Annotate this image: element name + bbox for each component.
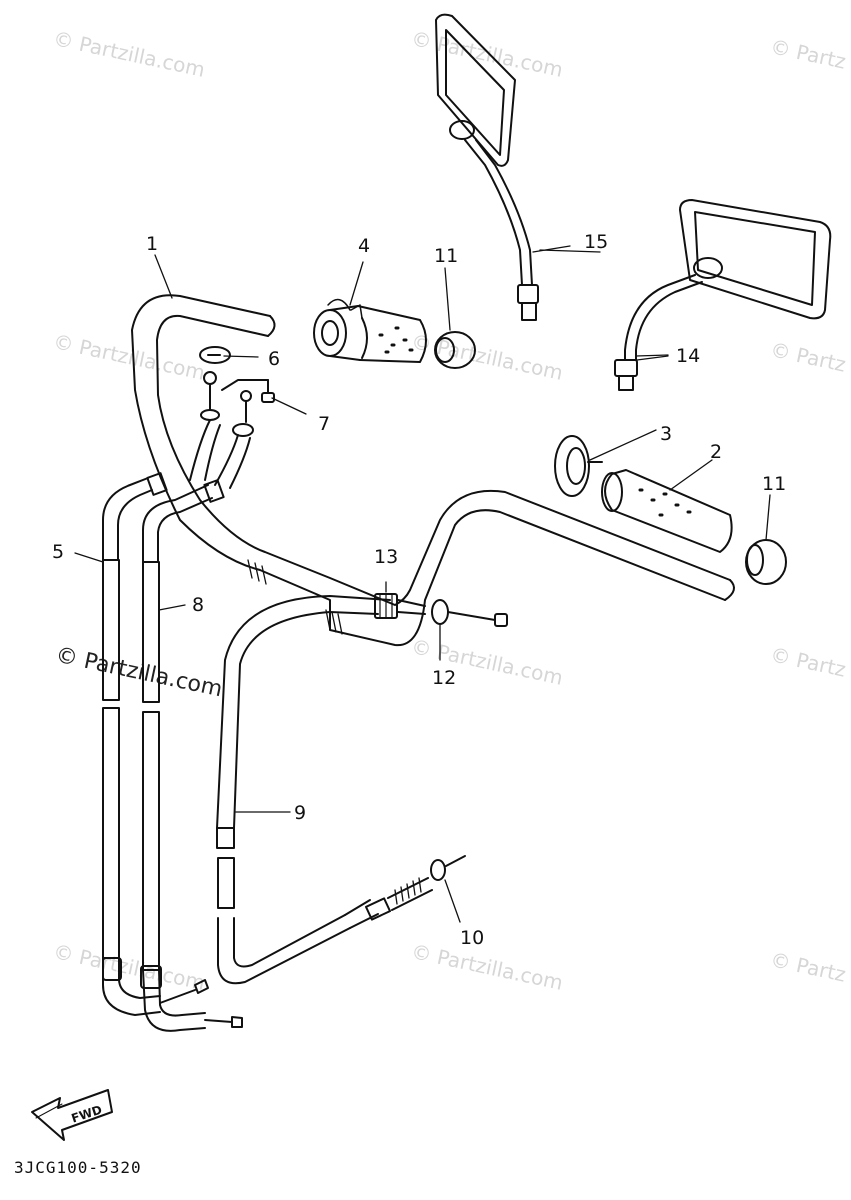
leader-lines bbox=[74, 249, 771, 611]
mirror-left bbox=[435, 13, 571, 321]
callout-10: 10 bbox=[460, 927, 484, 949]
callout-11a: 11 bbox=[434, 245, 458, 267]
callout-9: 9 bbox=[294, 802, 306, 824]
throttle-cables bbox=[102, 419, 251, 1032]
clutch-cable bbox=[216, 581, 508, 985]
left-grip bbox=[554, 435, 787, 585]
callout-7: 7 bbox=[318, 413, 330, 435]
mirror-right bbox=[614, 199, 832, 391]
callout-5: 5 bbox=[52, 541, 64, 563]
callout-2: 2 bbox=[710, 441, 722, 463]
callout-12: 12 bbox=[432, 667, 456, 689]
callout-11b: 11 bbox=[762, 473, 786, 495]
drawing-code: 3JCG100-5320 bbox=[14, 1158, 142, 1177]
callouts: 1 2 3 4 5 6 7 8 9 10 11 11 12 13 14 15 bbox=[52, 231, 786, 949]
throttle-grip bbox=[313, 298, 476, 369]
callout-14: 14 bbox=[676, 345, 700, 367]
handlebar bbox=[131, 294, 735, 647]
callout-3: 3 bbox=[660, 423, 672, 445]
callout-6: 6 bbox=[268, 348, 280, 370]
adjuster-parts bbox=[199, 346, 307, 437]
fwd-arrow-icon: FWD bbox=[31, 1089, 113, 1141]
callout-4: 4 bbox=[358, 235, 370, 257]
callout-13: 13 bbox=[374, 546, 398, 568]
callout-1: 1 bbox=[146, 233, 158, 255]
callout-15: 15 bbox=[584, 231, 608, 253]
callout-8: 8 bbox=[192, 594, 204, 616]
